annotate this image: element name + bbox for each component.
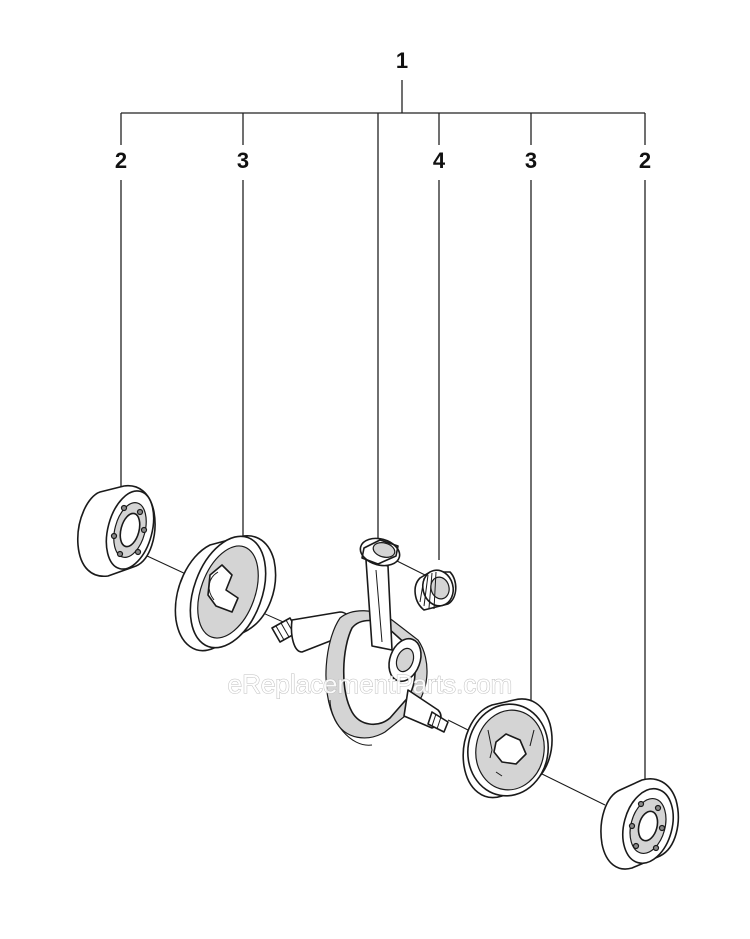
thrust-washer-right <box>462 698 553 799</box>
leader-lines <box>120 80 646 788</box>
callout-2-right: 2 <box>639 148 651 173</box>
ball-bearing-left <box>77 484 156 577</box>
callout-4: 4 <box>433 148 446 173</box>
needle-bearing <box>414 569 457 611</box>
ball-bearing-right <box>600 778 680 870</box>
callout-2-left: 2 <box>115 148 127 173</box>
callout-3-right: 3 <box>525 148 537 173</box>
crankshaft-assembly <box>271 537 449 746</box>
thrust-washer-left <box>174 535 277 652</box>
callout-1: 1 <box>396 48 408 73</box>
watermark-text: eReplacementParts.com <box>228 669 513 699</box>
callout-3-left: 3 <box>237 148 249 173</box>
